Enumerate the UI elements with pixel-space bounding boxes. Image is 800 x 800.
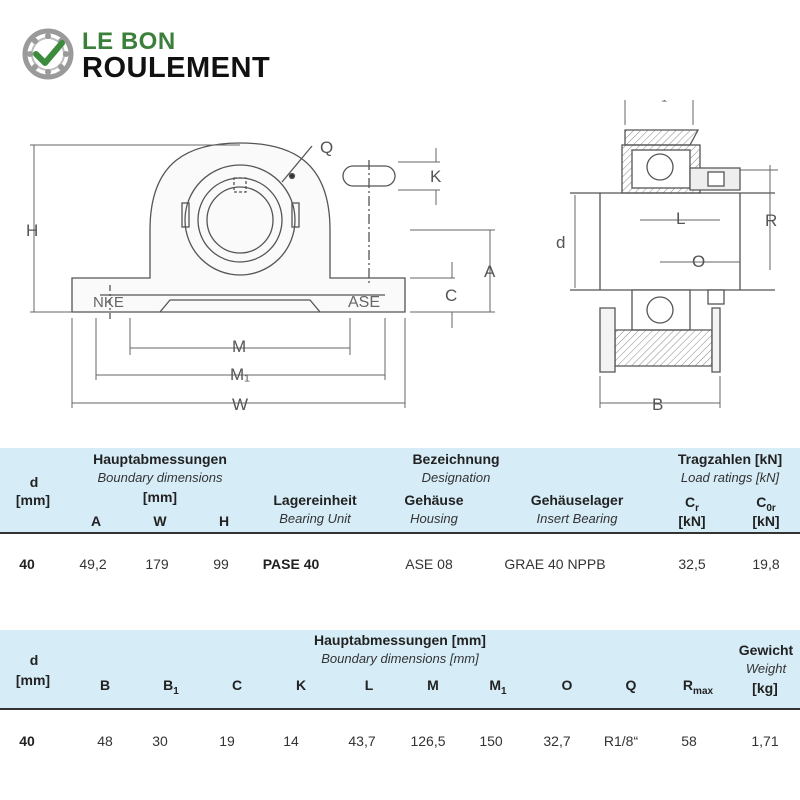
t1-col-C0r-unit: [kN] (752, 513, 780, 529)
t1-unit-de: Lagereinheit (273, 492, 357, 508)
logo-line2: ROULEMENT (82, 52, 271, 84)
t1-designation-de: Bezeichnung (412, 451, 500, 467)
t1-housing-de: Gehäuse (404, 492, 464, 508)
t1-boundary-de: Hauptabmessungen (93, 451, 227, 467)
t1-housing-en: Housing (410, 511, 458, 526)
t1-col-A: A (90, 513, 102, 529)
t1-load-de: Tragzahlen [kN] (677, 451, 783, 467)
label-R: R (765, 211, 777, 230)
t2-d-label: d (29, 652, 39, 668)
t2-row-Q: R1/8“ (603, 733, 639, 749)
t1-col-Cr: Cr (684, 494, 700, 514)
label-Q: Q (320, 138, 333, 157)
t1-insert-de: Gehäuselager (530, 492, 624, 508)
t1-col-C0r: C0r (756, 494, 776, 514)
bearing-check-icon (22, 28, 74, 80)
technical-drawing: NKE ASE H Q K A C M M₁ W (26, 100, 778, 414)
t2-col-K: K (295, 677, 307, 693)
t1-col-Cr-unit: [kN] (678, 513, 706, 529)
t2-row-M: 126,5 (410, 733, 446, 749)
t1-d-unit: [mm] (15, 492, 51, 508)
label-O: O (692, 252, 705, 271)
t1-col-W: W (153, 513, 167, 529)
t1-boundary-en: Boundary dimensions (97, 470, 223, 485)
label-B1: B₁ (650, 100, 667, 104)
housing-mark-left: NKE (93, 294, 124, 311)
t2-row-C: 19 (219, 733, 235, 749)
t2-row-B1: 30 (152, 733, 168, 749)
t2-weight-de: Gewicht (738, 642, 794, 658)
t2-row-O: 32,7 (543, 733, 571, 749)
t1-unit-en: Bearing Unit (279, 511, 351, 526)
t2-row-d: 40 (19, 733, 35, 749)
label-d: d (556, 233, 565, 252)
label-L: L (676, 209, 685, 228)
t2-col-M: M (427, 677, 439, 693)
label-H: H (26, 221, 38, 240)
t2-boundary-de: Hauptabmessungen [mm] (314, 632, 486, 648)
dimensions-table: d [mm] Hauptabmessungen [mm] Boundary di… (0, 630, 800, 770)
t2-col-Q: Q (625, 677, 637, 693)
label-K: K (430, 167, 442, 186)
t2-d-unit: [mm] (15, 672, 51, 688)
t1-row-W: 179 (145, 556, 169, 572)
table1-header (0, 448, 800, 532)
t2-col-B: B (99, 677, 111, 693)
t1-row-unit: PASE 40 (262, 556, 320, 572)
t1-designation-en: Designation (421, 470, 491, 485)
t1-row-Cr: 32,5 (678, 556, 706, 572)
t1-row-insert: GRAE 40 NPPB (504, 556, 606, 572)
label-B: B (652, 395, 663, 414)
t1-d-label: d (29, 474, 39, 490)
front-view (71, 142, 406, 320)
t2-col-O: O (561, 677, 573, 693)
t1-boundary-unit: [mm] (142, 489, 178, 505)
t2-row-K: 14 (283, 733, 299, 749)
housing-mark-right: ASE (348, 294, 380, 311)
logo: LE BON ROULEMENT (22, 26, 302, 86)
t1-load-en: Load ratings [kN] (680, 470, 780, 485)
t2-row-L: 43,7 (348, 733, 376, 749)
t2-row-weight: 1,71 (751, 733, 779, 749)
t2-boundary-en: Boundary dimensions [mm] (321, 651, 479, 666)
t2-weight-en: Weight (745, 661, 787, 676)
t1-insert-en: Insert Bearing (536, 511, 618, 526)
t2-row-M1: 150 (479, 733, 503, 749)
label-A: A (484, 262, 496, 281)
logo-line1: LE BON (82, 28, 176, 55)
t1-row-H: 99 (213, 556, 229, 572)
side-view (570, 129, 775, 373)
t2-col-Rmax: Rmax (682, 677, 714, 697)
t2-row-R: 58 (681, 733, 697, 749)
t1-row-A: 49,2 (79, 556, 107, 572)
label-M: M (232, 337, 246, 356)
label-W: W (232, 395, 248, 414)
t2-weight-unit: [kg] (752, 680, 778, 696)
load-ratings-table: d [mm] Hauptabmessungen Boundary dimensi… (0, 448, 800, 593)
t1-col-H: H (218, 513, 230, 529)
t2-col-M1: M1 (489, 677, 507, 697)
t2-col-B1: B1 (163, 677, 179, 697)
t2-col-L: L (364, 677, 374, 693)
label-M1: M₁ (230, 365, 250, 384)
t2-col-C: C (231, 677, 243, 693)
t1-row-housing: ASE 08 (405, 556, 453, 572)
t1-row-C0r: 19,8 (752, 556, 780, 572)
t1-row-d: 40 (19, 556, 35, 572)
table2-header (0, 630, 800, 708)
t2-row-B: 48 (97, 733, 113, 749)
label-C: C (445, 286, 457, 305)
